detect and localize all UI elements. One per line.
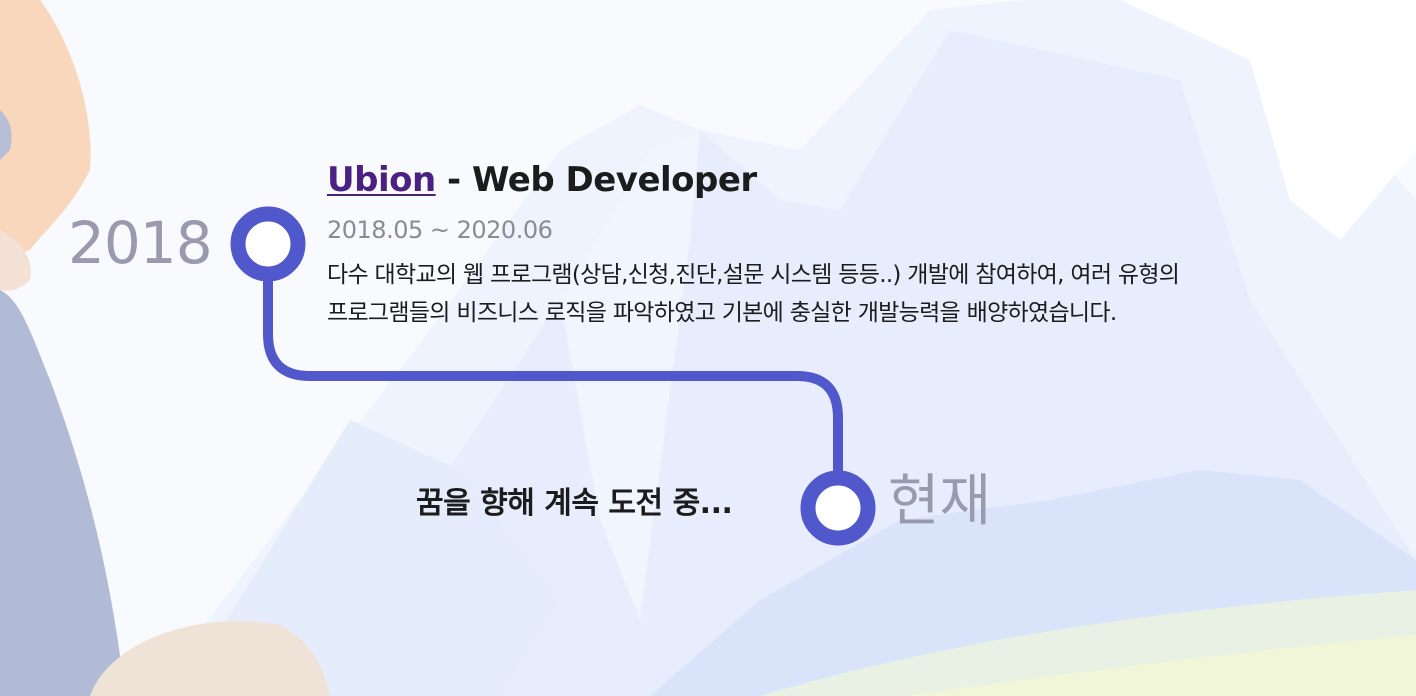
job-title: Ubion - Web Developer — [327, 160, 757, 201]
company-link[interactable]: Ubion — [327, 160, 436, 200]
job-description: 다수 대학교의 웹 프로그램(상담,신청,진단,설문 시스템 등등..) 개발에… — [327, 256, 1387, 332]
job-description-line: 프로그램들의 비즈니스 로직을 파악하였고 기본에 충실한 개발능력을 배양하였… — [327, 300, 1117, 326]
timeline-year-start: 2018 — [68, 209, 213, 277]
job-period: 2018.05 ~ 2020.06 — [327, 216, 553, 244]
job-role: Web Developer — [471, 160, 757, 200]
job-description-line: 다수 대학교의 웹 프로그램(상담,신청,진단,설문 시스템 등등..) 개발에… — [327, 262, 1180, 288]
timeline-node-end — [800, 470, 876, 546]
timeline-node-start — [230, 206, 306, 282]
current-status-text: 꿈을 향해 계속 도전 중... — [416, 486, 733, 521]
timeline-year-end: 현재 — [888, 469, 992, 534]
title-separator: - — [435, 160, 472, 200]
